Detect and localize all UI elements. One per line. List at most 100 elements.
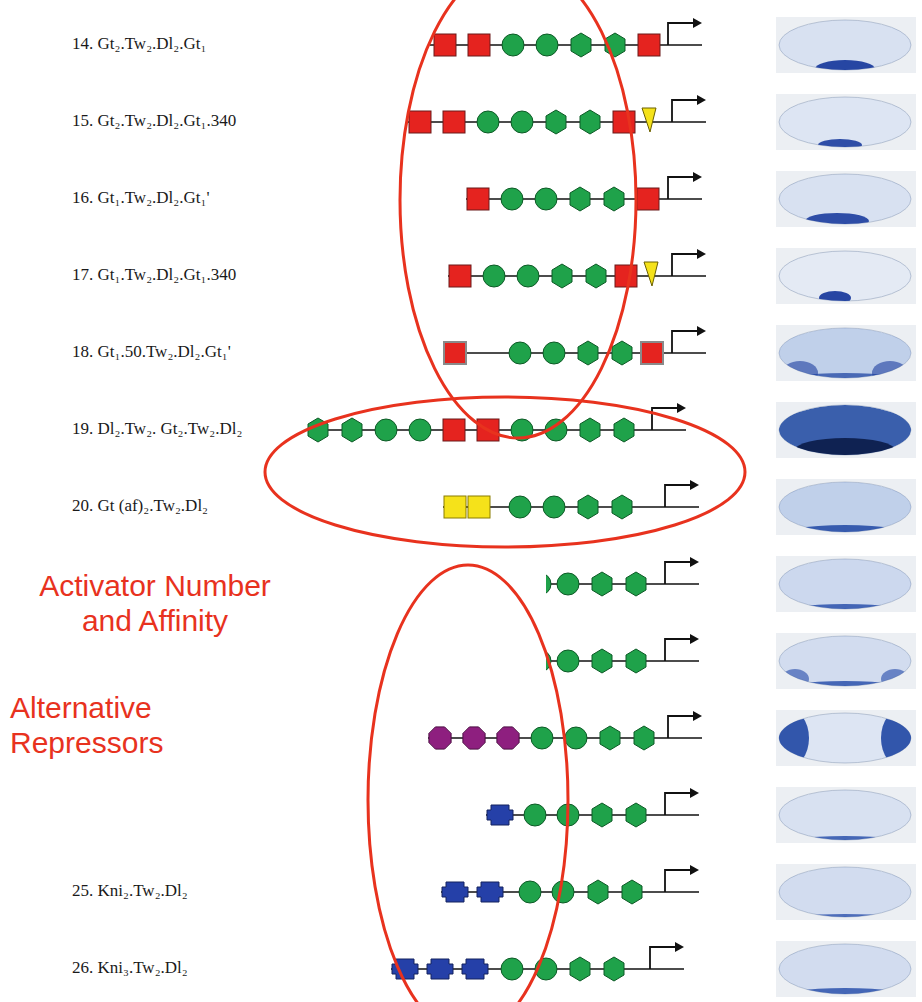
dorsal-site-hexagon (622, 880, 642, 904)
embryo-stain (765, 708, 922, 768)
stain-wash (779, 867, 911, 917)
dorsal-site-hexagon (600, 726, 620, 750)
embryo-stain (779, 97, 911, 151)
repressor-site-square (444, 342, 466, 364)
affinity-site-square (444, 496, 466, 518)
stain-band (775, 681, 915, 703)
promoter-arrowhead (677, 403, 686, 413)
image-tile (776, 94, 916, 150)
knirps-site-cross (487, 805, 513, 825)
stain-band (815, 60, 875, 78)
promoter-arrow (668, 716, 694, 738)
twist-site-circle (565, 727, 587, 749)
affinity-site-square (468, 496, 490, 518)
embryo-outline (779, 867, 911, 917)
twist-site-circle (552, 881, 574, 903)
twist-site-circle (524, 804, 546, 826)
stain-band (775, 373, 915, 393)
promoter-arrow (668, 177, 694, 199)
promoter-arrow (665, 793, 691, 815)
stain-band (775, 836, 915, 854)
stain-band (765, 708, 809, 768)
repressor-site-square (467, 188, 489, 210)
embryo-image (775, 864, 916, 930)
dna-line (443, 352, 706, 354)
dorsal-site-hexagon (546, 110, 566, 134)
embryo-stain (775, 328, 915, 393)
stain-band (805, 213, 869, 229)
construct-label: 18. Gt₁.50.Tw₂.Dl₂.Gt₁' (72, 342, 231, 362)
dorsal-site-hexagon (578, 341, 598, 365)
twist-site-circle (557, 573, 579, 595)
stain-band (881, 708, 922, 768)
dorsal-site-hexagon (570, 957, 590, 981)
promoter-arrow (672, 100, 698, 122)
embryo-stain (779, 251, 911, 305)
dorsal-site-hexagon (626, 649, 646, 673)
knirps-site-cross (427, 959, 453, 979)
repressor-site-square (638, 34, 660, 56)
image-tile (776, 556, 916, 612)
twist-site-circle (509, 496, 531, 518)
embryo-stain (779, 20, 911, 78)
embryo-stain (775, 867, 915, 930)
stain-wash (779, 559, 911, 609)
twist-site-circle (519, 881, 541, 903)
twist-site-circle (501, 188, 523, 210)
promoter-arrow (665, 485, 691, 507)
stain-band (781, 669, 809, 689)
stain-band (881, 669, 909, 689)
repressor-site-octagon (429, 727, 451, 749)
knirps-site-cross (442, 882, 468, 902)
stain-band (818, 139, 862, 151)
twist-site-circle (483, 265, 505, 287)
construct-row (443, 480, 699, 519)
highlight-ellipse (265, 397, 745, 547)
dorsal-site-hexagon (592, 572, 612, 596)
twist-site-circle (517, 265, 539, 287)
dorsal-site-hexagon (580, 110, 600, 134)
stain-band (775, 604, 915, 626)
repressor-site-square (615, 265, 637, 287)
construct-label: 20. Gt (af)₂.Tw₂.Dl₂ (72, 496, 208, 516)
stain-wash (779, 482, 911, 532)
embryo-stain (775, 559, 915, 626)
dorsal-site-hexagon (626, 572, 646, 596)
stain-band (795, 438, 895, 462)
dorsal-site-hexagon (592, 649, 612, 673)
dorsal-site-hexagon (571, 33, 591, 57)
twist-site-circle (536, 34, 558, 56)
embryo-image (775, 479, 916, 549)
repressor-site-octagon (497, 727, 519, 749)
stain-wash (779, 944, 911, 994)
twist-site-circle (375, 419, 397, 441)
highlight-ellipse (400, 0, 636, 438)
dorsal-site-hexagon (592, 803, 612, 827)
construct-row (486, 788, 699, 827)
construct-row (391, 942, 684, 981)
twist-site-circle (546, 573, 551, 595)
promoter-arrowhead (690, 788, 699, 798)
embryo-image (765, 708, 922, 768)
construct-row (430, 18, 702, 57)
twist-site-circle (502, 34, 524, 56)
promoter-arrow (668, 23, 694, 45)
promoter-arrowhead (693, 18, 702, 28)
promoter-arrow (650, 947, 676, 969)
promoter-arrowhead (697, 95, 706, 105)
knirps-site-cross (477, 882, 503, 902)
twist-site-circle (477, 111, 499, 133)
promoter-arrow (665, 639, 691, 661)
promoter-arrowhead (690, 865, 699, 875)
dorsal-site-hexagon (570, 187, 590, 211)
repressor-site-square (449, 265, 471, 287)
repressor-site-square (434, 34, 456, 56)
stain-band (775, 988, 915, 1002)
spacer-triangle (644, 262, 658, 286)
image-tile (776, 325, 916, 381)
promoter-arrowhead (693, 172, 702, 182)
stain-band (819, 291, 851, 305)
construct-row (529, 634, 699, 673)
embryo-stain (775, 790, 915, 854)
